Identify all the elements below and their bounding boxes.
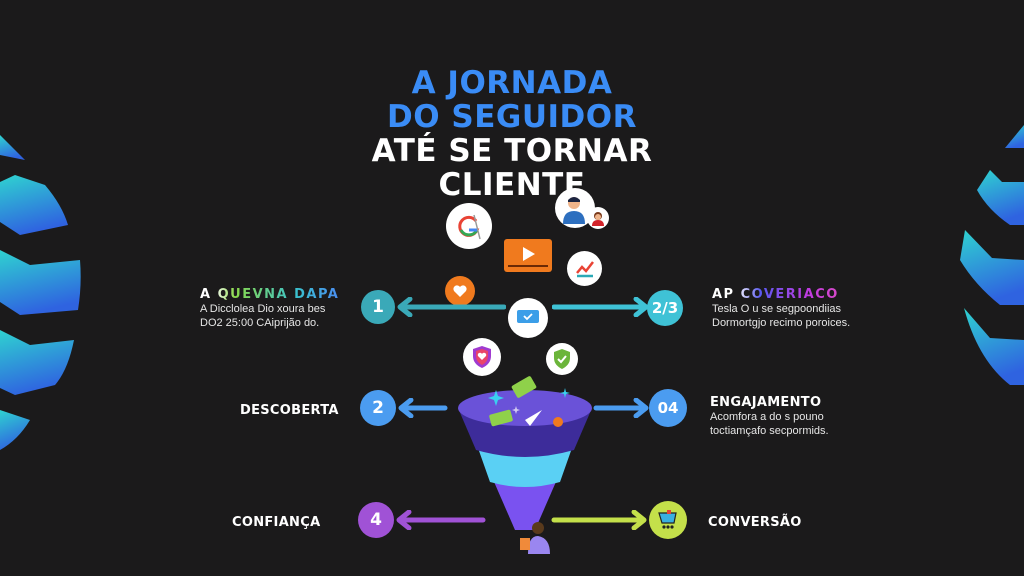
- heart-icon: [445, 276, 475, 306]
- step-04-desc-1: Acomfora a do s pouno: [710, 411, 824, 423]
- step-04-text: ENGAJAMENTO Acomfora a do s pouno toctia…: [710, 395, 829, 438]
- step-engajamento-label: ENGAJAMENTO: [710, 395, 822, 410]
- step-2-3-desc-1: Tesla O u se segpoondiias: [712, 303, 842, 315]
- step-confianca-label: CONFIANÇA: [232, 515, 321, 530]
- step-1-badge: 1: [361, 290, 395, 324]
- arrow-right-teal-icon: [552, 297, 649, 317]
- arrow-right-lime-icon: [551, 510, 647, 530]
- step-1-desc-1: A Dicclolea Dio xoura bes: [200, 303, 326, 315]
- funnel-icon: [458, 376, 592, 554]
- step-1-desc-2: DO2 25:00 CAiprijão do.: [200, 317, 320, 329]
- title-line-3: ATÉ SE TORNAR: [371, 133, 653, 169]
- right-decorative-shape: [960, 125, 1024, 385]
- step-2-badge: 2: [360, 390, 396, 426]
- arrow-left-purple-icon: [396, 510, 486, 530]
- step-conversao-label: CONVERSÃO: [708, 515, 802, 530]
- arrow-left-blue-icon: [398, 398, 448, 418]
- step-1-heading: A QUEVNA DAPA: [200, 287, 340, 302]
- title-line-4: CLIENTE: [438, 167, 586, 203]
- step-04-badge: 04: [649, 389, 687, 427]
- step-descoberta-label: DESCOBERTA: [240, 403, 339, 418]
- person-small-icon: [587, 207, 609, 229]
- step-2-3-desc-2: Dormortgjo recimo poroices.: [712, 317, 851, 329]
- title-line-2: DO SEGUIDOR: [387, 99, 637, 135]
- step-2-3-badge: 2/3: [647, 290, 683, 326]
- step-2-3-text: AP COVERIACO Tesla O u se segpoondiias D…: [712, 287, 850, 330]
- arrow-left-teal-icon: [397, 297, 506, 317]
- google-icon: [446, 203, 492, 249]
- step-4-badge: 4: [358, 502, 394, 538]
- shopping-cart-icon: [649, 501, 687, 539]
- step-1-text: A QUEVNA DAPA A Dicclolea Dio xoura bes …: [200, 287, 339, 330]
- step-2-3-heading: AP COVERIACO: [712, 287, 850, 302]
- shield-heart-icon: [463, 338, 501, 376]
- title-line-1: A JORNADA: [411, 65, 613, 101]
- message-check-icon: [508, 298, 548, 338]
- chart-check-icon: [567, 251, 602, 286]
- left-decorative-shape: [0, 135, 81, 450]
- arrow-right-blue-icon: [593, 398, 649, 418]
- video-play-icon: [504, 239, 552, 272]
- step-04-desc-2: toctiamçafo secpormids.: [710, 425, 829, 437]
- shield-check-icon: [546, 343, 578, 375]
